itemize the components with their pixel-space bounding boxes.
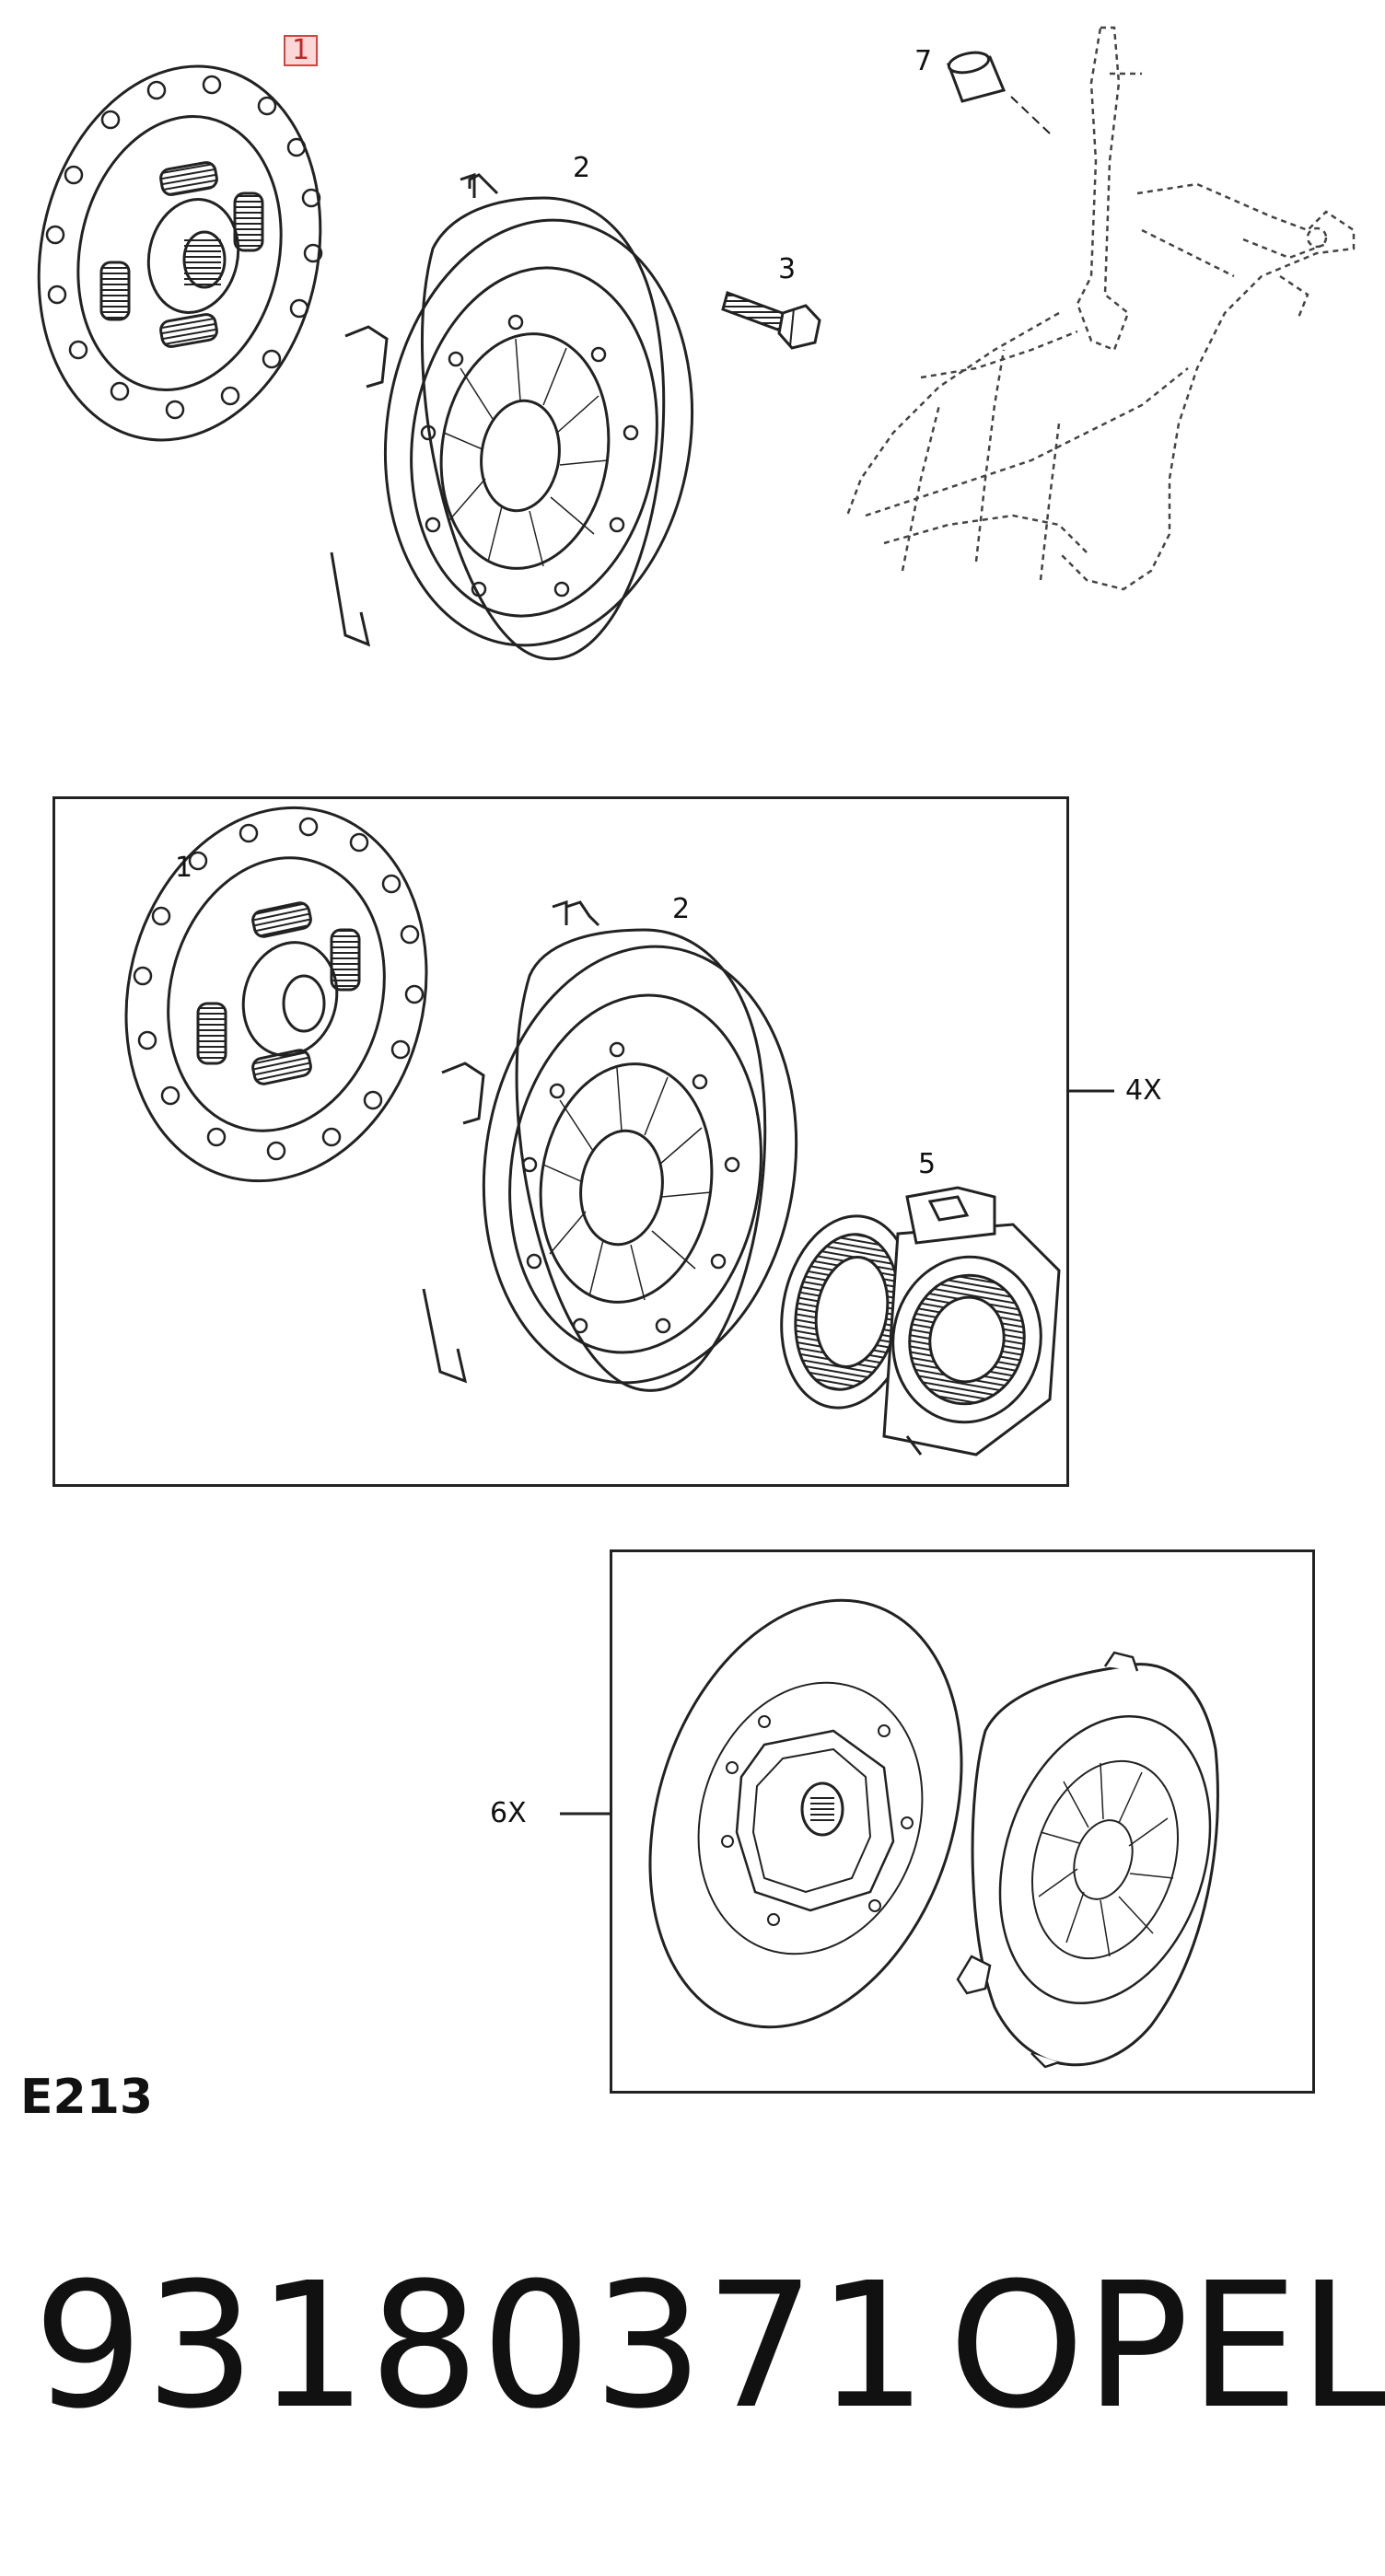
clutch-disc-mid <box>124 806 428 1183</box>
rivet-holes <box>45 75 323 420</box>
callout-5: 5 <box>918 1148 937 1180</box>
bushing <box>946 51 1051 134</box>
diagram-code: E213 <box>20 2070 154 2125</box>
quantity-4x: 4X <box>1125 1074 1162 1107</box>
clutch-disc-top <box>37 64 323 442</box>
pressure-plate-low <box>956 1651 1219 2069</box>
callout-7: 7 <box>914 45 933 77</box>
callout-2-top: 2 <box>573 152 591 184</box>
kit-box-6x <box>610 1549 1315 2094</box>
kit-box-4x <box>52 796 1069 1487</box>
callout-2-mid: 2 <box>672 893 691 925</box>
release-bearing-mid <box>780 1186 1061 1456</box>
callout-3: 3 <box>778 253 797 285</box>
gearbox-housing <box>845 26 1356 591</box>
callout-1-mid: 1 <box>175 852 193 884</box>
callout-1-highlighted[interactable]: 1 <box>284 35 319 66</box>
pressure-plate-mid <box>422 899 798 1392</box>
part-number: 93180371 <box>33 2245 929 2447</box>
bolt <box>721 291 821 350</box>
pressure-plate-top <box>330 172 694 661</box>
clutch-disc-low <box>648 1598 963 2029</box>
quantity-6x: 6X <box>490 1797 527 1829</box>
brand-name: OPEL <box>949 2245 1385 2447</box>
damper-springs <box>99 161 264 348</box>
